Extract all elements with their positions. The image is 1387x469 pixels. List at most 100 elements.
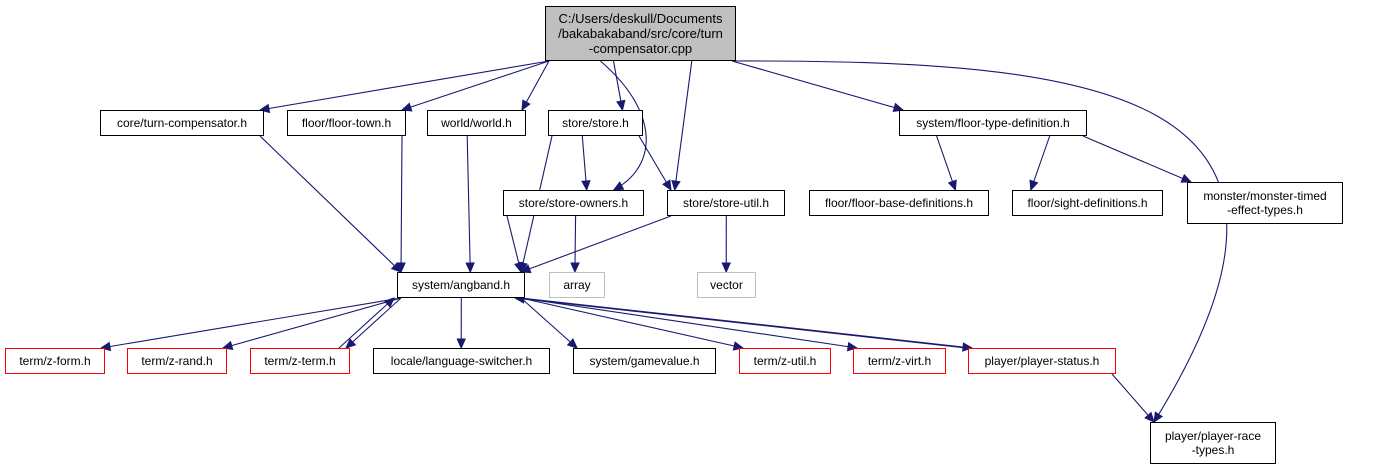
node-store-util-h[interactable]: store/store-util.h bbox=[667, 190, 785, 216]
node-floor-type-definition-h[interactable]: system/floor-type-definition.h bbox=[899, 110, 1087, 136]
edge-arrowhead bbox=[400, 102, 413, 112]
node-z-term-h[interactable]: term/z-term.h bbox=[250, 348, 350, 374]
edge-root-to-floor_type_def bbox=[731, 60, 904, 111]
node-gamevalue-h[interactable]: system/gamevalue.h bbox=[573, 348, 716, 374]
node-world-h[interactable]: world/world.h bbox=[427, 110, 526, 136]
edge-arrowhead bbox=[514, 261, 524, 274]
edge-angband-to-z_term bbox=[345, 297, 402, 349]
edge-floor_type_def-to-sight_defs bbox=[1030, 135, 1051, 191]
edge-root-to-store_owners bbox=[599, 60, 647, 191]
node-store-h[interactable]: store/store.h bbox=[548, 110, 643, 136]
edge-arrowhead bbox=[671, 179, 681, 192]
edge-arrowhead bbox=[566, 338, 578, 349]
edge-arrowhead bbox=[947, 179, 957, 192]
edge-store_h-to-store_util bbox=[638, 135, 672, 191]
edge-store_util-to-angband bbox=[520, 215, 672, 273]
edge-player_status-to-angband bbox=[514, 297, 967, 349]
edge-arrowhead bbox=[1180, 173, 1193, 183]
node-label: floor/floor-base-definitions.h bbox=[824, 196, 974, 210]
node-label-line: /bakabakaband/src/core/turn bbox=[558, 26, 723, 41]
edge-angband-to-player_status bbox=[520, 297, 973, 349]
edge-angband-to-z_form bbox=[100, 297, 402, 349]
edge-root-to-turn_comp_h bbox=[259, 60, 550, 111]
node-array[interactable]: array bbox=[549, 272, 605, 298]
node-label: term/z-virt.h bbox=[867, 354, 932, 368]
node-player-status-h[interactable]: player/player-status.h bbox=[968, 348, 1116, 374]
node-label: floor/floor-town.h bbox=[301, 116, 392, 130]
edge-angband-to-z_virt bbox=[520, 297, 858, 349]
node-label: system/floor-type-definition.h bbox=[916, 116, 1070, 130]
node-label-line: -compensator.cpp bbox=[588, 41, 693, 56]
edge-floor_town-to-angband bbox=[400, 135, 403, 273]
edge-arrowhead bbox=[732, 341, 745, 351]
edge-arrowhead bbox=[662, 179, 672, 192]
edge-arrowhead bbox=[892, 102, 905, 112]
edge-arrowhead bbox=[521, 99, 531, 112]
edge-turn_comp_h-to-angband bbox=[259, 135, 402, 273]
node-label: term/z-rand.h bbox=[141, 354, 213, 368]
node-turn-compensator-h[interactable]: core/turn-compensator.h bbox=[100, 110, 264, 136]
edge-arrowhead bbox=[612, 181, 625, 191]
edge-floor_type_def-to-monster_timed bbox=[1082, 135, 1192, 183]
node-label: system/gamevalue.h bbox=[589, 354, 700, 368]
edge-root-to-store_util bbox=[674, 60, 693, 191]
node-label: array bbox=[563, 278, 591, 292]
node-label: floor/sight-definitions.h bbox=[1027, 196, 1148, 210]
edge-arrowhead bbox=[1029, 179, 1039, 192]
node-z-form-h[interactable]: term/z-form.h bbox=[5, 348, 105, 374]
node-root-file[interactable]: C:/Users/deskull/Documents /bakabakaband… bbox=[545, 6, 736, 61]
edge-arrowhead bbox=[721, 262, 731, 274]
node-label: term/z-form.h bbox=[19, 354, 91, 368]
node-label-line: C:/Users/deskull/Documents bbox=[558, 11, 723, 26]
node-monster-timed-effect-types-h[interactable]: monster/monster-timed -effect-types.h bbox=[1187, 182, 1343, 224]
edge-player_status-to-player_race bbox=[1111, 373, 1155, 423]
node-label: store/store.h bbox=[562, 116, 629, 130]
edge-floor_type_def-to-floor_base_defs bbox=[936, 135, 956, 191]
edge-store_owners-to-angband bbox=[506, 215, 522, 273]
edge-root-to-player_race bbox=[731, 60, 1228, 423]
node-label: term/z-term.h bbox=[264, 354, 336, 368]
edge-z_term-to-angband bbox=[338, 297, 395, 349]
node-floor-base-definitions-h[interactable]: floor/floor-base-definitions.h bbox=[809, 190, 989, 216]
edge-arrowhead bbox=[465, 262, 475, 274]
node-z-util-h[interactable]: term/z-util.h bbox=[739, 348, 831, 374]
node-label: store/store-owners.h bbox=[518, 196, 629, 210]
edge-arrowhead bbox=[456, 338, 466, 350]
node-z-rand-h[interactable]: term/z-rand.h bbox=[127, 348, 227, 374]
edge-arrowhead bbox=[1144, 411, 1155, 423]
node-store-owners-h[interactable]: store/store-owners.h bbox=[503, 190, 644, 216]
node-label-line: player/player-race bbox=[1164, 429, 1262, 443]
node-label: world/world.h bbox=[441, 116, 512, 130]
edge-arrowhead bbox=[396, 262, 406, 274]
node-sight-definitions-h[interactable]: floor/sight-definitions.h bbox=[1012, 190, 1163, 216]
node-label: core/turn-compensator.h bbox=[116, 116, 248, 130]
node-floor-town-h[interactable]: floor/floor-town.h bbox=[287, 110, 406, 136]
node-label: term/z-util.h bbox=[753, 354, 817, 368]
edge-arrowhead bbox=[570, 262, 580, 274]
edge-arrowhead bbox=[221, 340, 234, 351]
node-vector[interactable]: vector bbox=[697, 272, 756, 298]
edge-arrowhead bbox=[962, 342, 974, 352]
node-language-switcher-h[interactable]: locale/language-switcher.h bbox=[373, 348, 550, 374]
node-z-virt-h[interactable]: term/z-virt.h bbox=[853, 348, 946, 374]
node-label-line: -effect-types.h bbox=[1227, 203, 1303, 217]
edge-arrowhead bbox=[581, 180, 591, 192]
node-label: player/player-status.h bbox=[984, 354, 1100, 368]
edge-angband-to-z_util bbox=[520, 297, 744, 349]
edge-angband-to-gamevalue bbox=[520, 297, 578, 349]
node-label: locale/language-switcher.h bbox=[390, 354, 533, 368]
node-system-angband-h[interactable]: system/angband.h bbox=[397, 272, 525, 298]
node-label: system/angband.h bbox=[411, 278, 511, 292]
node-label-line: monster/monster-timed bbox=[1203, 189, 1327, 203]
edge-arrowhead bbox=[383, 297, 395, 308]
node-label: store/store-util.h bbox=[682, 196, 770, 210]
edge-angband-to-z_rand bbox=[222, 297, 402, 349]
edge-arrowhead bbox=[345, 338, 357, 349]
edge-root-to-floor_town bbox=[401, 60, 550, 111]
edge-arrowhead bbox=[616, 99, 626, 112]
node-player-race-types-h[interactable]: player/player-race -types.h bbox=[1150, 422, 1276, 464]
node-label: vector bbox=[710, 278, 743, 292]
node-label-line: -types.h bbox=[1191, 443, 1235, 457]
